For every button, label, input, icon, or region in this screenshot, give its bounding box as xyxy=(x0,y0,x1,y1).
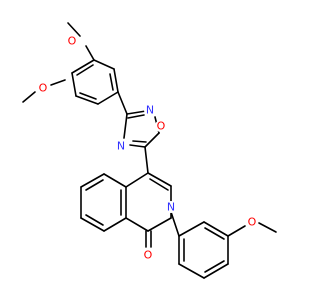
atom-label: N xyxy=(117,140,125,153)
atom-label: O xyxy=(144,249,153,262)
bond xyxy=(75,95,99,105)
bond xyxy=(144,146,149,174)
atom-o-methoxy-top: O xyxy=(66,35,78,48)
molecule-structure: O O N O N N O O xyxy=(22,22,277,279)
atom-label: O xyxy=(157,120,166,133)
bond xyxy=(76,64,94,76)
bond xyxy=(85,214,104,226)
bond xyxy=(67,22,81,37)
bond xyxy=(125,172,149,188)
bond xyxy=(149,178,169,191)
bond xyxy=(258,222,277,233)
bond xyxy=(93,59,115,70)
bond xyxy=(103,173,127,188)
bond xyxy=(113,68,119,93)
bond xyxy=(80,173,105,188)
atom-label: O xyxy=(39,82,48,95)
atom-n-oxadiazole-bottom: N xyxy=(115,140,127,153)
bond xyxy=(147,172,172,187)
bond xyxy=(178,221,205,237)
bond xyxy=(117,91,128,115)
atom-labels: O O N O N N O O xyxy=(37,35,258,262)
bond xyxy=(227,225,246,237)
bond xyxy=(132,140,147,143)
atom-n-oxadiazole-top: N xyxy=(144,104,156,117)
atom-label: O xyxy=(248,216,257,229)
atom-label: N xyxy=(146,104,154,117)
bond xyxy=(126,110,147,115)
atom-o-methoxy-left: O xyxy=(37,82,49,95)
bonds xyxy=(22,22,277,279)
bond xyxy=(129,144,146,148)
bond xyxy=(123,113,128,139)
bond xyxy=(170,211,180,237)
atom-label: O xyxy=(68,35,77,48)
bond xyxy=(204,260,225,273)
bond xyxy=(109,73,114,91)
bond xyxy=(50,79,66,86)
bond xyxy=(80,217,105,232)
atom-o-carbonyl: O xyxy=(142,249,154,262)
atom-o-oxadiazole: O xyxy=(155,120,167,133)
atom-label: N xyxy=(167,201,175,214)
bond xyxy=(144,132,160,148)
bond xyxy=(97,91,119,105)
bond xyxy=(22,91,36,103)
bond xyxy=(203,263,229,279)
bond xyxy=(147,217,172,232)
bond xyxy=(103,217,127,232)
bond xyxy=(71,72,77,97)
atom-n-isoquinolinone: N xyxy=(165,201,177,214)
bond xyxy=(85,179,104,191)
bond xyxy=(178,263,205,279)
bond xyxy=(85,45,95,61)
bond xyxy=(79,92,97,100)
bond xyxy=(204,227,225,240)
bond xyxy=(125,217,149,232)
molecule-diagram: O O N O N N O O xyxy=(22,22,277,279)
bond xyxy=(71,59,95,74)
atom-o-methoxy-right: O xyxy=(246,216,258,229)
bond xyxy=(203,221,229,237)
bond xyxy=(127,114,145,119)
